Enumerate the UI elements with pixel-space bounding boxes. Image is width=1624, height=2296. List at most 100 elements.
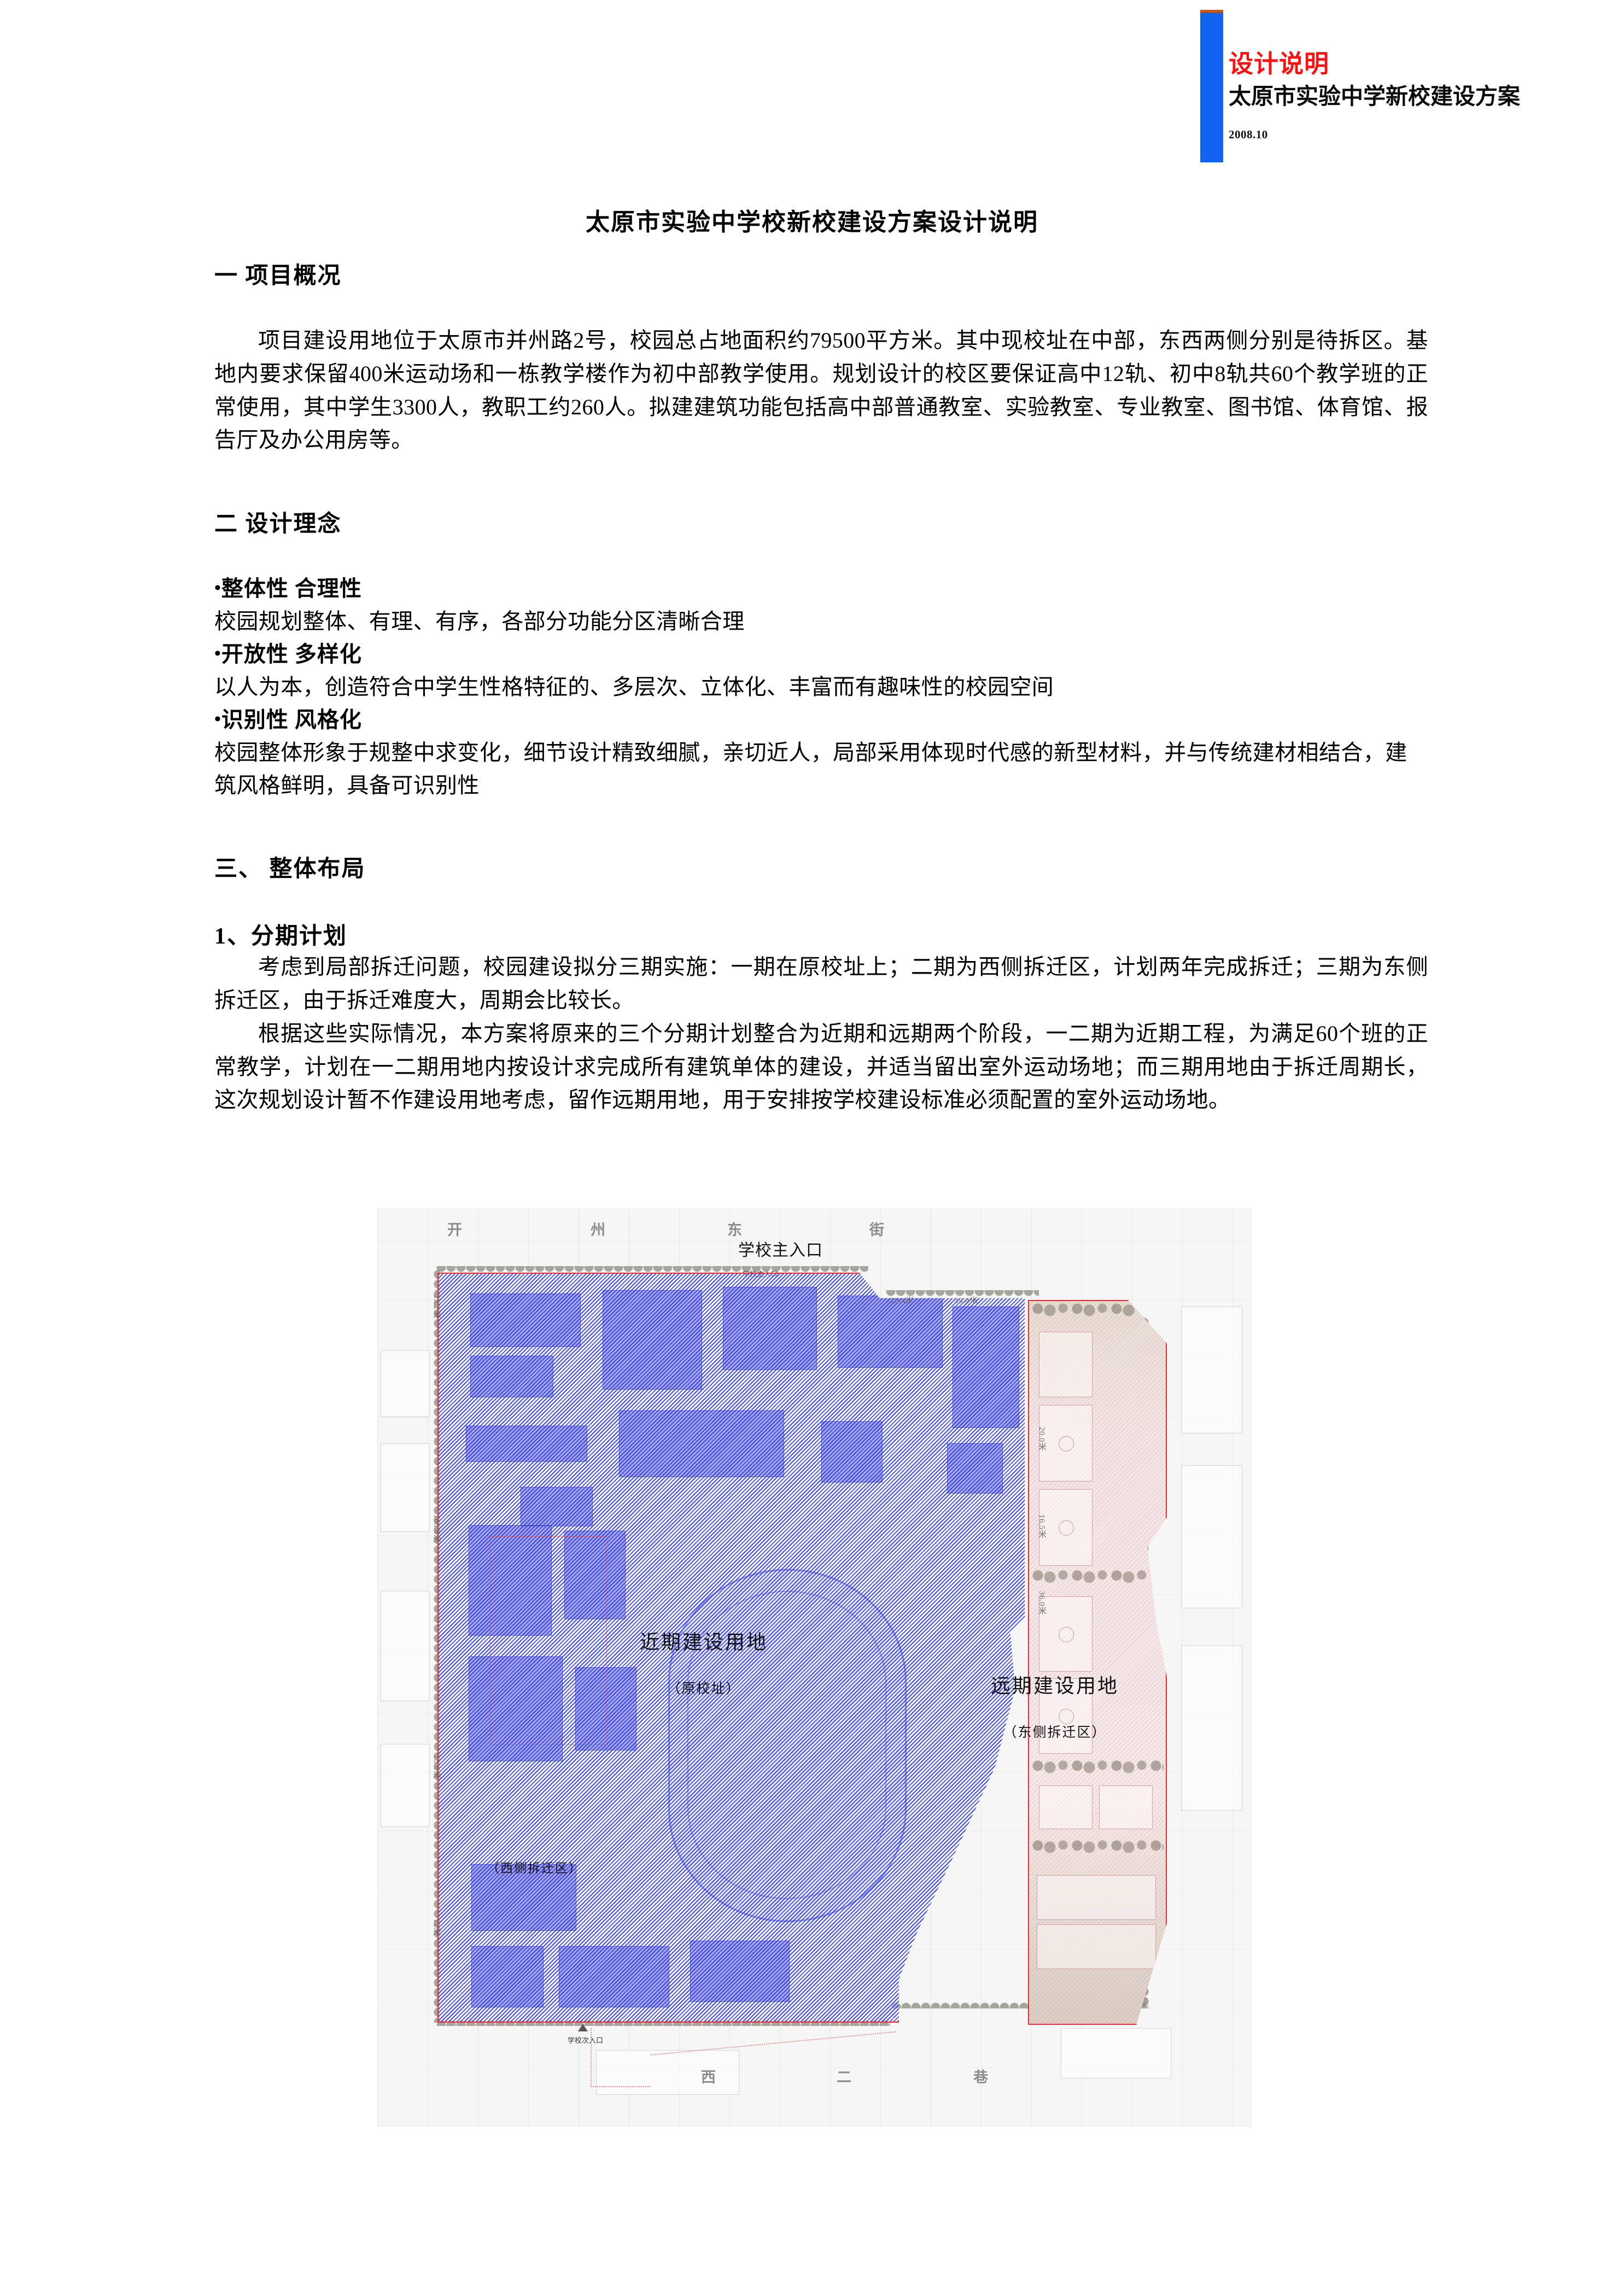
header-blue-bar (1200, 13, 1223, 162)
bullet-text-1: 校园规划整体、有理、有序，各部分功能分区清晰合理 (214, 609, 745, 634)
bullet-dot-icon: • (214, 578, 221, 599)
building-footprint (471, 1946, 544, 2007)
sports-plot (1037, 1924, 1156, 1969)
site-edge-scallop-north-2 (886, 1290, 1039, 1299)
building-footprint (575, 1667, 636, 1750)
building-footprint (603, 1290, 702, 1390)
street-label-south-3: 巷 (973, 2069, 989, 2086)
header-text-block: 设计说明 太原市实验中学新校建设方案 2008.10 (1229, 10, 1611, 142)
street-label-south-2: 二 (837, 2069, 852, 2086)
building-footprint (564, 1531, 626, 1619)
building-footprint (469, 1525, 552, 1636)
building-footprint (559, 1946, 669, 2007)
building-footprint (470, 1356, 553, 1397)
building-footprint (471, 1864, 576, 1931)
building-footprint (723, 1287, 817, 1370)
basketball-court (1039, 1489, 1093, 1566)
section-three-para-2: 根据这些实际情况，本方案将原来的三个分期计划整合为近期和远期两个阶段，一二期为近… (214, 1021, 1428, 1112)
building-footprint (469, 1656, 563, 1761)
street-label-north-3: 东 (727, 1222, 743, 1238)
street-label-south-1: 西 (701, 2069, 717, 2086)
bullet-dot-icon: • (214, 709, 221, 730)
section-heading-one: 一 项目概况 (214, 263, 342, 289)
sports-plot (1037, 1875, 1156, 1920)
bullet-title-2: •开放性 多样化 (214, 642, 362, 667)
dimension-label: 20.0米 (1037, 1427, 1046, 1451)
section-heading-three: 三、 整体布局 (214, 857, 366, 882)
tree-row (1032, 1760, 1164, 1779)
near-term-parcel (437, 1273, 1025, 2023)
bullet-text-3: 校园整体形象于规整中求变化，细节设计精致细腻，亲切近人，局部采用体现时代感的新型… (214, 740, 1407, 798)
access-route-segment (591, 2028, 592, 2087)
basketball-court (1039, 1596, 1093, 1672)
tree-row (1032, 1570, 1164, 1589)
site-plan-canvas: 开 州 东 街 学校主入口 学校主入口 建设南路 西 二 巷 (377, 1208, 1252, 2127)
dimension-label: 10.4米 (890, 1297, 914, 1305)
dimension-label: 23.2米 (432, 1295, 441, 1319)
building-footprint (470, 1293, 581, 1347)
building-footprint (821, 1421, 883, 1483)
dimension-label: 12米 (432, 1919, 441, 1936)
tennis-court (1039, 1332, 1093, 1397)
building-footprint (690, 1941, 790, 2002)
volleyball-court (1039, 1785, 1093, 1829)
zone-sub-near-term: （原校址） (667, 1682, 741, 1696)
context-building (1181, 1307, 1242, 1433)
dimension-label: 16.5米 (1037, 1514, 1046, 1538)
context-building (596, 2050, 739, 2095)
header-banner: 设计说明 太原市实验中学新校建设方案 2008.10 (1200, 10, 1616, 168)
dimension-label: 39.4米 (954, 1297, 978, 1305)
building-footprint (953, 1307, 1019, 1428)
secondary-entrance-arrow-icon (578, 2024, 588, 2031)
zone-name-near-term: 近期建设用地 (640, 1631, 768, 1653)
building-footprint (947, 1443, 1003, 1493)
volleyball-court (1099, 1785, 1153, 1829)
street-label-north-4: 街 (869, 1222, 885, 1238)
dimension-label: 168.8米 (432, 1514, 441, 1543)
phase-boundary-west (490, 1536, 607, 1745)
context-building (381, 1443, 430, 1532)
document-body: 一 项目概况 项目建设用地位于太原市并州路2号，校园总占地面积约79500平方米… (214, 257, 1428, 1117)
context-building (1181, 1645, 1242, 1811)
zone-name-long-term: 远期建设用地 (991, 1675, 1119, 1697)
building-footprint (619, 1410, 784, 1477)
header-date: 2008.10 (1229, 128, 1268, 142)
dimension-label: 36.0米 (1037, 1591, 1046, 1615)
context-building (381, 1744, 430, 1827)
page-title: 太原市实验中学校新校建设方案设计说明 (586, 209, 1038, 236)
header-orange-rule (1200, 10, 1223, 13)
running-track-inner (687, 1591, 886, 1899)
bullet-title-1: •整体性 合理性 (214, 576, 362, 601)
dimension-label: 25.6米 (432, 1755, 441, 1779)
building-footprint (838, 1296, 943, 1368)
secondary-entrance-label: 学校次入口 (568, 2036, 604, 2045)
section-three-para-1: 考虑到局部拆迁问题，校园建设拟分三期实施：一期在原校址上；二期为西侧拆迁区，计划… (214, 954, 1428, 1012)
zone-sub-long-term: （东侧拆迁区） (1003, 1725, 1107, 1740)
access-route-segment (591, 2086, 651, 2087)
section-one-body: 项目建设用地位于太原市并州路2号，校园总占地面积约79500平方米。其中现校址在… (214, 328, 1428, 453)
bullet-text-2: 以人为本，创造符合中学生性格特征的、多层次、立体化、丰富而有趣味性的校园空间 (214, 675, 1054, 700)
section-three-subheading: 1、分期计划 (214, 924, 348, 950)
building-footprint (521, 1487, 593, 1526)
section-heading-two: 二 设计理念 (214, 512, 342, 537)
zone-label-long-term: 远期建设用地 （东侧拆迁区） (991, 1670, 1119, 1741)
basketball-court (1039, 1405, 1093, 1481)
context-building (381, 1350, 430, 1417)
street-label-north-2: 州 (591, 1222, 606, 1238)
building-footprint (466, 1426, 587, 1462)
street-label-north-1: 开 (447, 1222, 463, 1238)
bullet-dot-icon: • (214, 643, 221, 664)
tree-row (1032, 1840, 1164, 1859)
site-plan-figure: 开 州 东 街 学校主入口 学校主入口 建设南路 西 二 巷 (377, 1208, 1252, 2127)
context-building (1181, 1465, 1242, 1608)
bullet-title-3: •识别性 风格化 (214, 707, 362, 733)
zone-label-west-demolition: （西侧拆迁区） (487, 1861, 582, 1875)
context-building (1061, 2028, 1171, 2078)
zone-label-near-term: 近期建设用地 （原校址） (640, 1626, 768, 1697)
main-entrance-label: 学校主入口 (738, 1241, 823, 1260)
header-project-title: 太原市实验中学新校建设方案 (1229, 84, 1520, 109)
context-building (381, 1591, 430, 1701)
long-term-parcel (1028, 1300, 1167, 2025)
basketball-court (1039, 1678, 1093, 1754)
header-kicker: 设计说明 (1229, 49, 1330, 78)
